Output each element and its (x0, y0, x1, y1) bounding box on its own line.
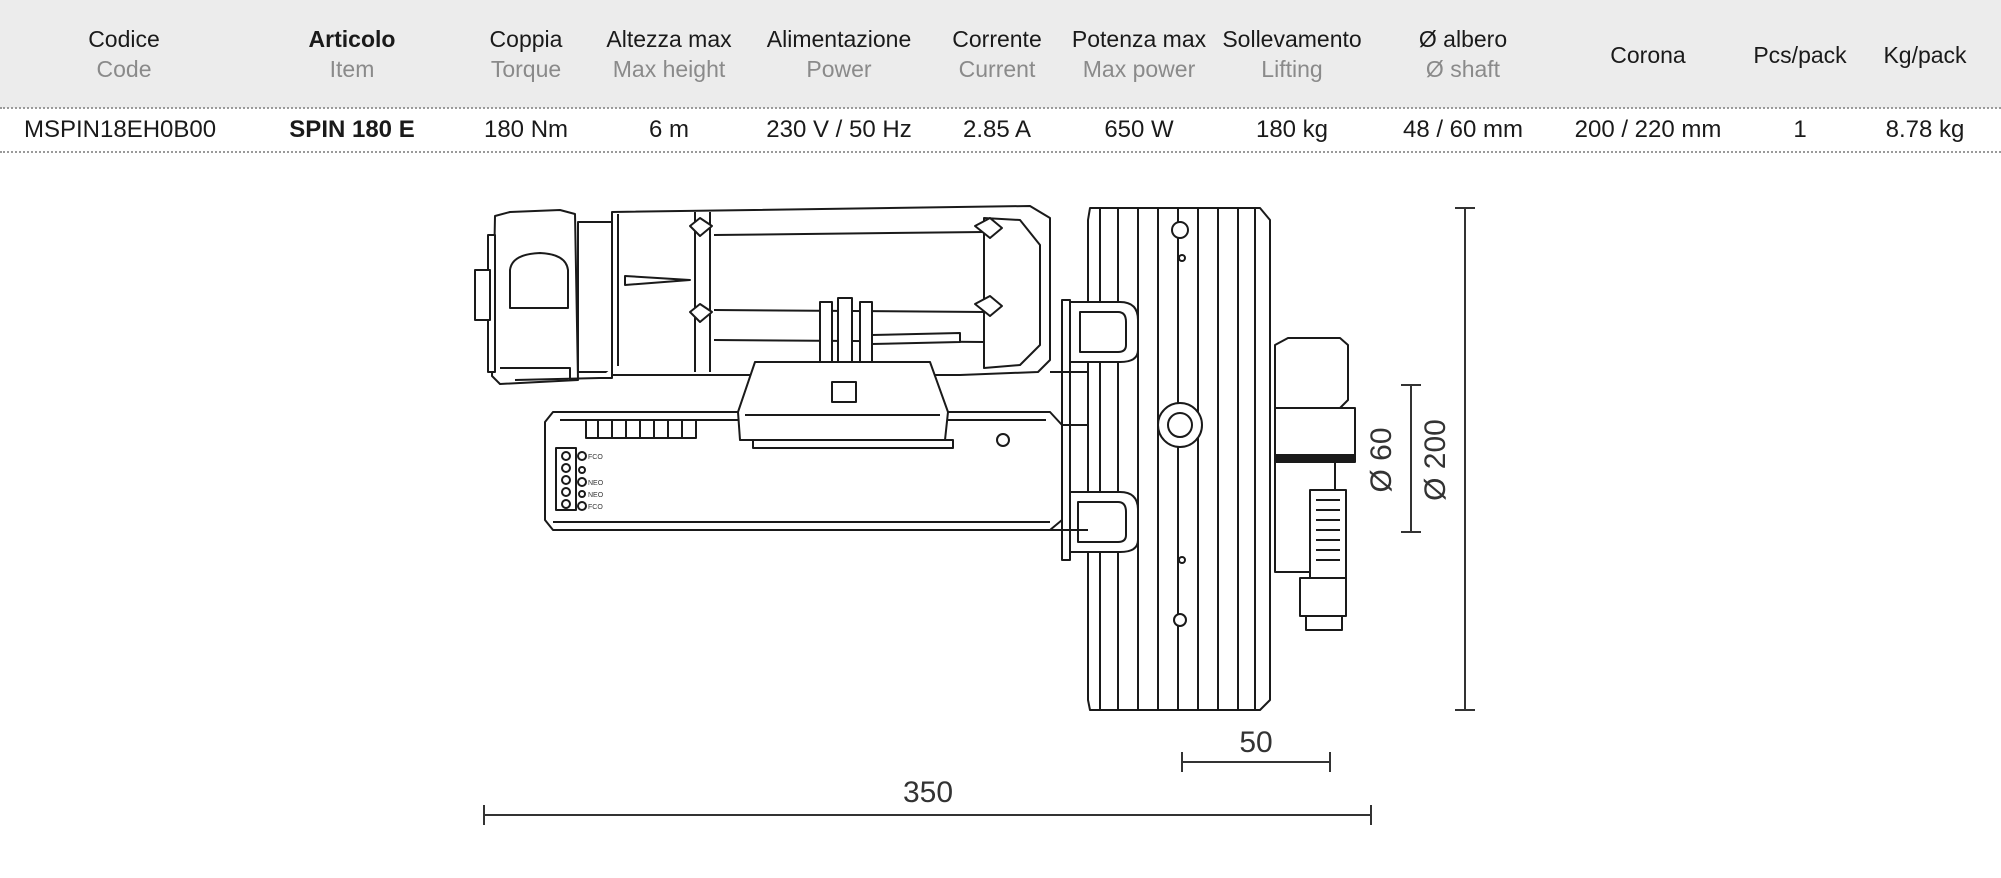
header-max-power: Potenza max Max power (1071, 26, 1207, 82)
cell-shaft: 48 / 60 mm (1402, 116, 1524, 143)
motor-body (514, 205, 1051, 381)
cell-max-height: 6 m (648, 116, 690, 143)
connector-plate (737, 361, 954, 449)
cell-item: SPIN 180 E (289, 116, 415, 143)
header-pcs-pack: Pcs/pack (1753, 42, 1847, 68)
terminal-label: NEO (588, 492, 604, 499)
crown-diameter-label: Ø 200 (1419, 419, 1452, 501)
terminal-label: FCO (588, 454, 603, 461)
cell-code: MSPIN18EH0B00 (24, 116, 217, 143)
cell-crown: 200 / 220 mm (1574, 116, 1722, 143)
cell-lifting: 180 kg (1255, 116, 1329, 143)
cell-power: 230 V / 50 Hz (766, 116, 912, 143)
row-divider (0, 107, 2001, 109)
header-lifting: Sollevamento Lifting (1222, 26, 1362, 82)
offset-label: 50 (1239, 726, 1272, 759)
header-shaft: Ø albero Ø shaft (1418, 26, 1508, 82)
terminal-label: FCO (588, 504, 603, 511)
header-power: Alimentazione Power (766, 26, 912, 82)
header-code: Codice Code (88, 26, 160, 82)
header-torque: Coppia Torque (489, 26, 563, 82)
dimension-lines (483, 207, 1475, 825)
header-current: Corrente Current (952, 26, 1042, 82)
row-divider (0, 151, 2001, 153)
header-item: Articolo Item (308, 26, 396, 82)
terminal-labels: FCO NEO NEO FCO (588, 454, 604, 511)
shaft-diameter-label: Ø 60 (1365, 427, 1398, 492)
crown-wheel (1050, 207, 1271, 711)
overall-length-label: 350 (903, 776, 953, 809)
cell-current: 2.85 A (962, 116, 1032, 143)
motor-end-cap (474, 209, 613, 385)
header-crown: Corona (1610, 42, 1686, 68)
cell-pcs-pack: 1 (1793, 116, 1807, 143)
cell-kg-pack: 8.78 kg (1885, 116, 1965, 143)
table-header-row: Codice Code Articolo Item Coppia Torque … (0, 0, 2001, 108)
header-kg-pack: Kg/pack (1883, 42, 1967, 68)
header-max-height: Altezza max Max height (606, 26, 732, 82)
cell-max-power: 650 W (1104, 116, 1174, 143)
cell-torque: 180 Nm (483, 116, 569, 143)
table-row: MSPIN18EH0B00 SPIN 180 E 180 Nm 6 m 230 … (0, 108, 2001, 152)
terminal-label: NEO (588, 480, 604, 487)
motor-technical-drawing: Ø 200 Ø 60 50 350 FCO NEO NEO FCO (474, 205, 1475, 825)
output-shaft (1274, 337, 1356, 631)
